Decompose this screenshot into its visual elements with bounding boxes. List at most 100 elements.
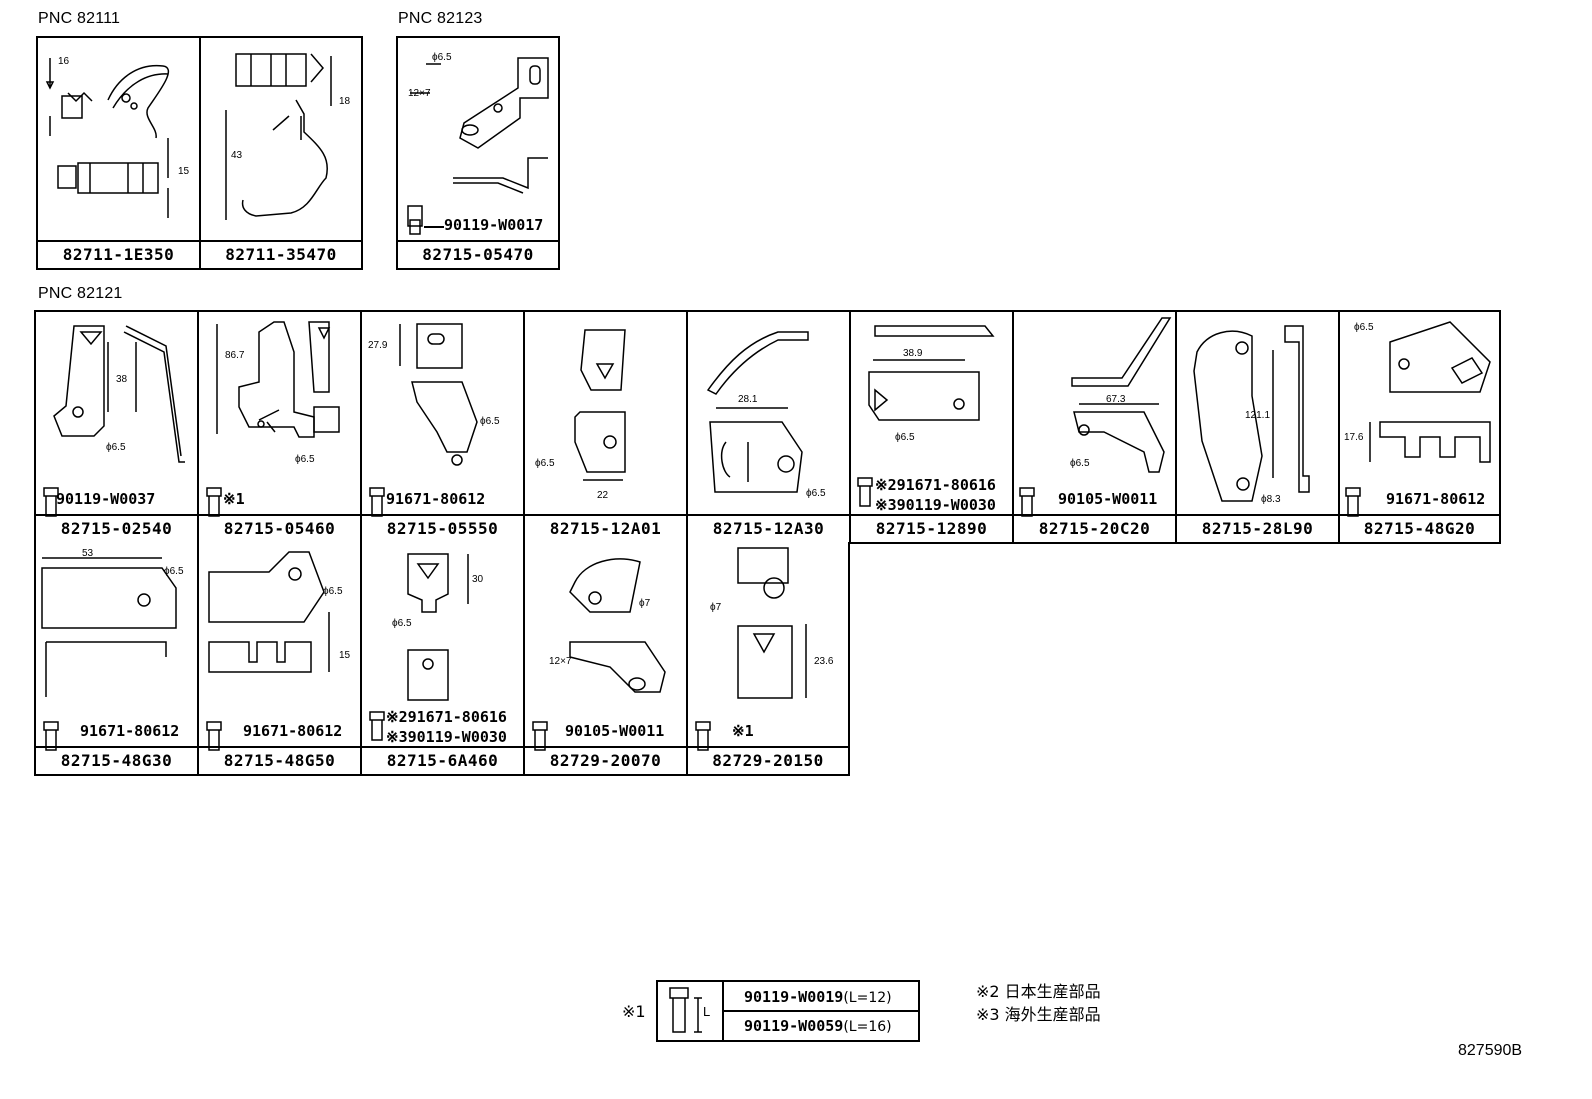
pnc-82121-row1: 38 ϕ6.5 90119-W0037 82715-02540 86.7 ϕ6.… <box>34 310 1501 544</box>
part-number: 82715-12A01 <box>525 514 686 544</box>
legend-part: 90119-W0019 <box>744 988 844 1006</box>
legend-row: 90119-W0059(L=16) <box>744 1017 892 1035</box>
bracket-drawing <box>737 547 807 699</box>
dimension-label: ϕ6.5 <box>295 454 315 465</box>
bracket-drawing <box>216 321 340 438</box>
bracket-drawing <box>407 553 469 701</box>
bracket-drawing <box>399 323 478 466</box>
dimension-label: ϕ7 <box>710 602 722 613</box>
legend-part: 90119-W0059 <box>744 1017 844 1035</box>
part-cell[interactable]: ϕ7 23.6 ※1 82729-20150 <box>688 542 848 774</box>
dimension-label: ϕ6.5 <box>895 432 915 443</box>
dimension-label: ϕ6.5 <box>1070 458 1090 469</box>
part-number: 82711-1E350 <box>38 240 199 270</box>
part-number: 82729-20150 <box>688 746 848 776</box>
dimension-label: 86.7 <box>225 350 245 361</box>
part-number: 82715-02540 <box>36 514 197 544</box>
note-japan-production: ※2 日本生産部品 <box>976 982 1101 1001</box>
bolt-part-number-alt: ※390119-W0030 <box>875 496 996 514</box>
part-cell[interactable]: ϕ6.5 12×7 90119-W0017 82715-05470 <box>398 38 558 268</box>
pnc-82123-box: ϕ6.5 12×7 90119-W0017 82715-05470 <box>396 36 560 270</box>
dimension-label: 12×7 <box>408 88 431 99</box>
bracket-drawing <box>225 53 332 220</box>
part-number: 82715-20C20 <box>1014 514 1175 544</box>
dimension-label: 16 <box>58 56 70 67</box>
bracket-drawing <box>1193 325 1310 502</box>
part-number: 82715-48G50 <box>199 746 360 776</box>
part-cell[interactable]: 86.7 ϕ6.5 ※1 82715-05460 <box>199 312 362 542</box>
bolt-part-number: 91671-80612 <box>80 722 180 740</box>
bracket-drawing <box>868 325 995 421</box>
bracket-drawing <box>569 558 666 693</box>
part-cell[interactable]: ϕ6.5 17.6 91671-80612 82715-48G20 <box>1340 312 1499 542</box>
bolt-part-number: 90105-W0011 <box>565 722 665 740</box>
part-cell[interactable]: 38.9 ϕ6.5 ※291671-80616 ※390119-W0030 82… <box>851 312 1014 542</box>
bolt-part-number: 90119-W0037 <box>56 490 156 508</box>
part-number: 82715-05470 <box>398 240 558 270</box>
part-cell[interactable]: 27.9 ϕ6.5 91671-80612 82715-05550 <box>362 312 525 542</box>
bolt-part-number: ※291671-80616 <box>875 476 996 494</box>
legend-length: (L=12) <box>843 990 892 1006</box>
pnc-82121-title: PNC 82121 <box>38 285 123 302</box>
dimension-label: ϕ6.5 <box>480 416 500 427</box>
legend-row: 90119-W0019(L=12) <box>744 988 892 1006</box>
part-cell[interactable]: 16 15 82711-1E350 <box>38 38 201 268</box>
part-cell[interactable]: 121.1 ϕ8.3 82715-28L90 <box>1177 312 1340 542</box>
legend-length: (L=16) <box>843 1019 892 1035</box>
part-cell[interactable]: ϕ7 12×7 90105-W0011 82729-20070 <box>525 542 688 774</box>
dimension-label: 15 <box>339 650 351 661</box>
note-overseas-production: ※3 海外生産部品 <box>976 1005 1101 1024</box>
part-cell[interactable]: 67.3 ϕ6.5 90105-W0011 82715-20C20 <box>1014 312 1177 542</box>
bolt-part-number: 91671-80612 <box>386 490 486 508</box>
part-number: 82729-20070 <box>525 746 686 776</box>
part-number: 82715-48G20 <box>1340 514 1499 544</box>
dimension-label: ϕ6.5 <box>392 618 412 629</box>
dimension-label: ϕ8.3 <box>1261 494 1281 505</box>
part-cell[interactable]: 28.1 ϕ6.5 82715-12A30 <box>688 312 851 542</box>
part-cell[interactable]: 18 43 82711-35470 <box>201 38 361 268</box>
dimension-label: ϕ6.5 <box>432 52 452 63</box>
bolt-part-number: 91671-80612 <box>243 722 343 740</box>
figure-number: 827590B <box>1458 1042 1523 1059</box>
dimension-label: ϕ6.5 <box>806 488 826 499</box>
part-number: 82715-12A30 <box>688 514 849 544</box>
bolt-icon <box>669 987 702 1033</box>
part-number: 82715-6A460 <box>362 746 523 776</box>
dimension-label: 22 <box>597 490 609 501</box>
pnc-82111-box: 16 15 82711-1E350 18 43 82711-35470 <box>36 36 363 270</box>
legend-dimension: L <box>703 1004 711 1019</box>
bolt-part-number: 91671-80612 <box>1386 490 1486 508</box>
bracket-drawing <box>1071 317 1172 473</box>
part-number: 82715-05550 <box>362 514 523 544</box>
bracket-drawing <box>208 551 330 673</box>
pnc-82111-title: PNC 82111 <box>38 10 121 27</box>
legend-mark: ※1 <box>622 1002 646 1021</box>
bracket-drawing <box>706 331 809 493</box>
part-number: 82715-12890 <box>851 514 1012 544</box>
part-cell[interactable]: 30 ϕ6.5 ※291671-80616 ※390119-W0030 8271… <box>362 542 525 774</box>
dimension-label: 67.3 <box>1106 394 1126 405</box>
dimension-label: 38 <box>116 374 128 385</box>
dimension-label: 12×7 <box>549 656 572 667</box>
dimension-label: 121.1 <box>1245 410 1271 421</box>
dimension-label: ϕ6.5 <box>164 566 184 577</box>
bolt-part-number-alt: ※390119-W0030 <box>386 728 507 746</box>
pnc-82123-title: PNC 82123 <box>398 10 483 27</box>
part-cell[interactable]: 53 ϕ6.5 91671-80612 82715-48G30 <box>36 542 199 774</box>
part-cell[interactable]: 38 ϕ6.5 90119-W0037 82715-02540 <box>36 312 199 542</box>
bracket-drawing <box>407 57 549 235</box>
dimension-label: 38.9 <box>903 348 923 359</box>
dimension-label: 17.6 <box>1344 432 1364 443</box>
part-number: 82711-35470 <box>201 240 361 270</box>
bolt-part-number: ※1 <box>223 490 245 508</box>
bolt-part-number: 90105-W0011 <box>1058 490 1158 508</box>
part-cell[interactable]: ϕ6.5 22 82715-12A01 <box>525 312 688 542</box>
dimension-label: 15 <box>178 166 190 177</box>
dimension-label: ϕ6.5 <box>1354 322 1374 333</box>
bolt-part-number: 90119-W0017 <box>444 216 544 234</box>
dimension-label: ϕ6.5 <box>323 586 343 597</box>
part-cell[interactable]: ϕ6.5 15 91671-80612 82715-48G50 <box>199 542 362 774</box>
dimension-label: 28.1 <box>738 394 758 405</box>
pnc-82121-row2: 53 ϕ6.5 91671-80612 82715-48G30 ϕ6.5 15 … <box>34 542 850 776</box>
